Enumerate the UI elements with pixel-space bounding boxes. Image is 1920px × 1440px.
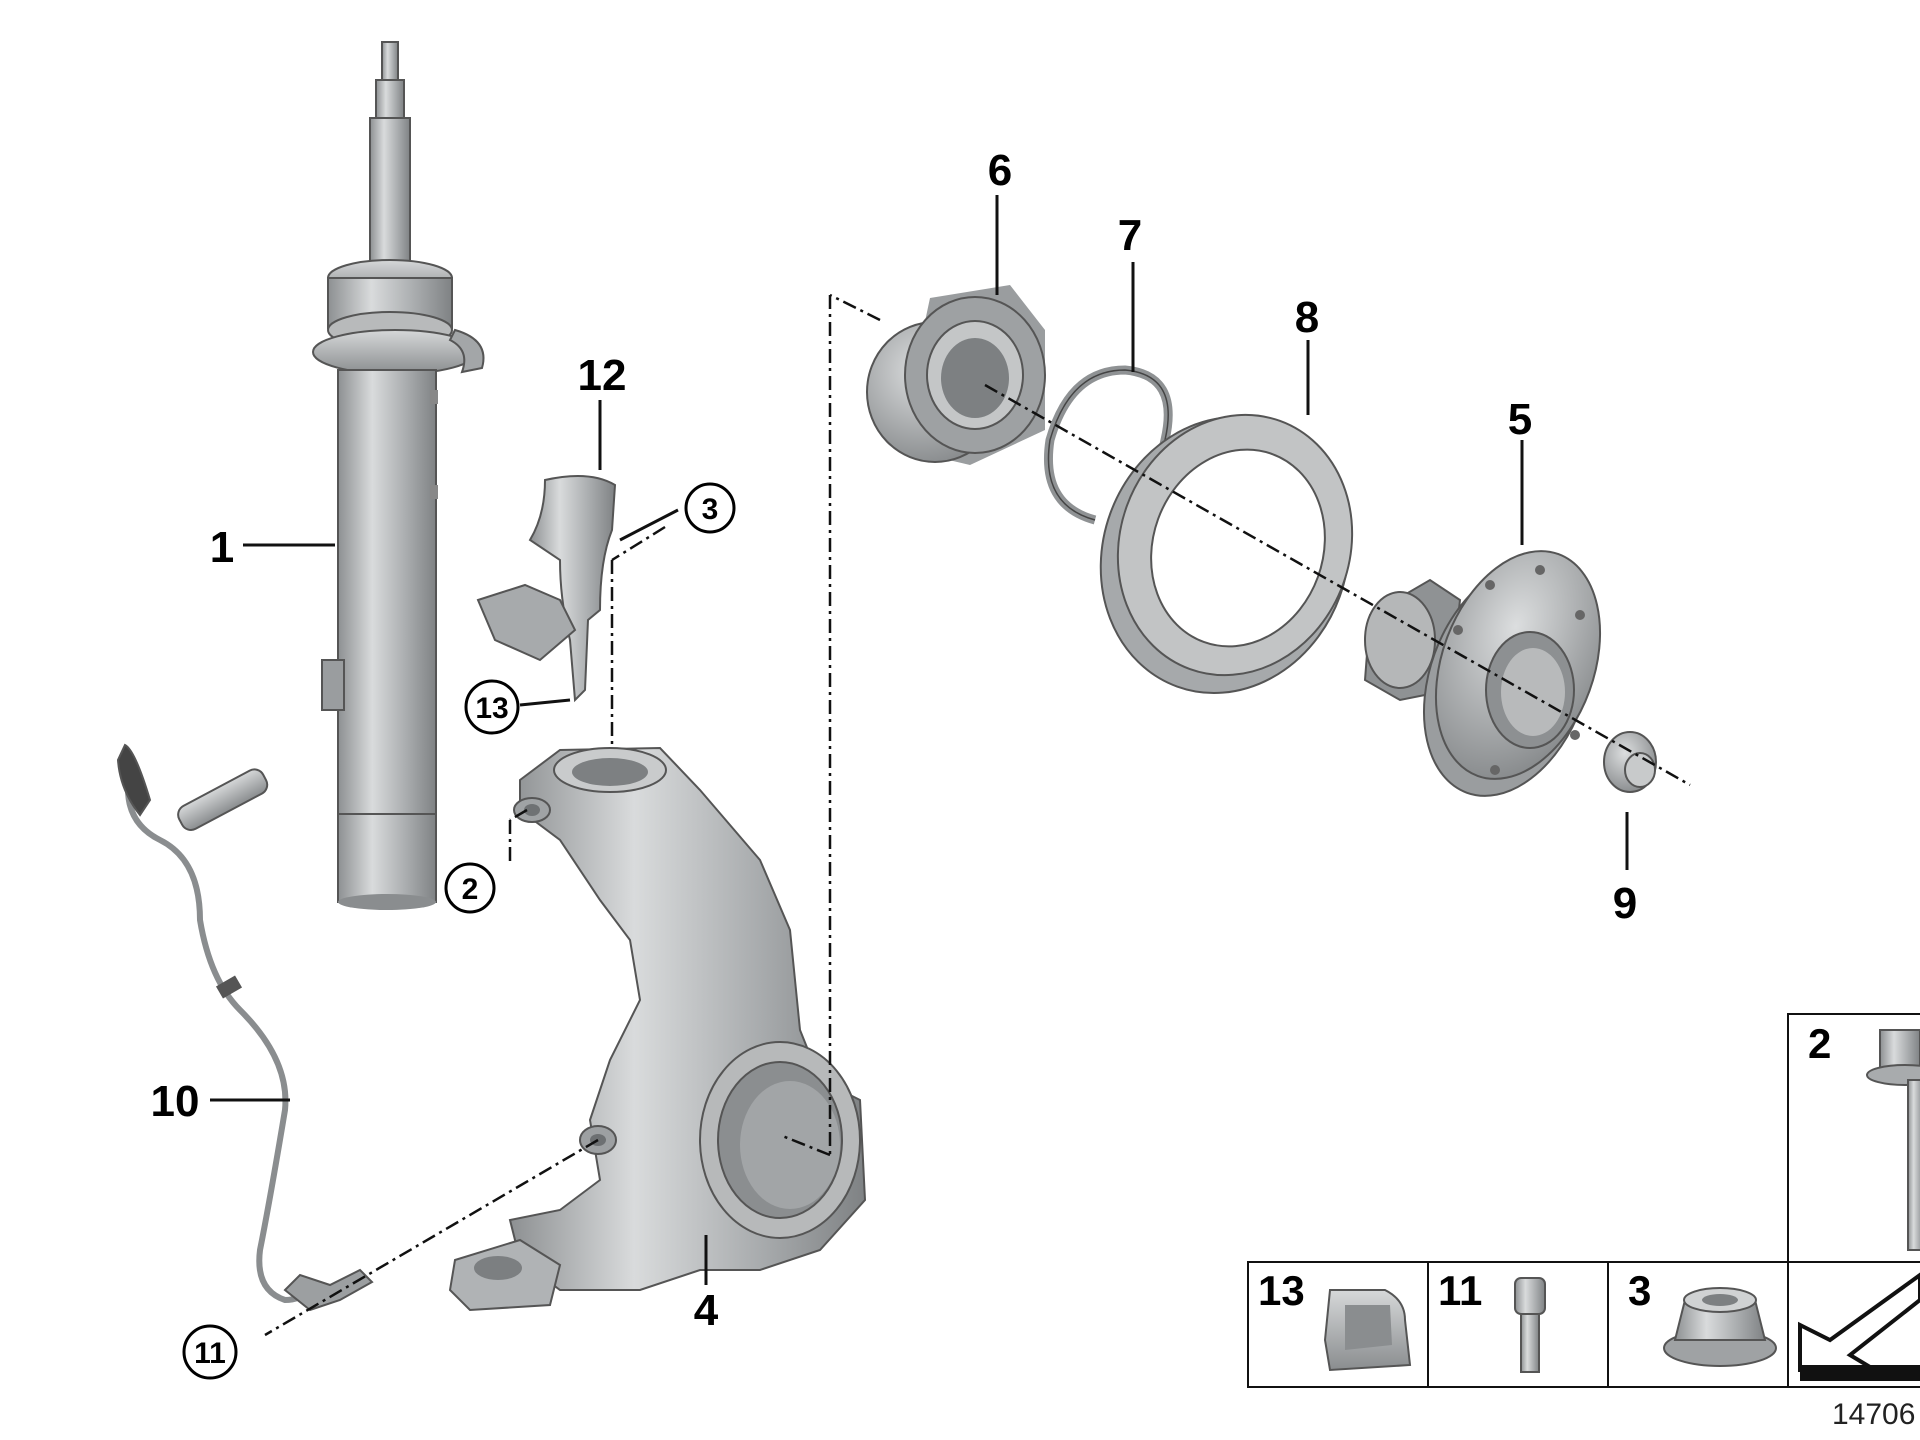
- label-part-10: 10: [151, 1077, 200, 1126]
- callout-2: 2: [444, 862, 496, 914]
- small-parts-table: 13 11 3 2: [1247, 1013, 1920, 1388]
- label-part-7: 7: [1118, 211, 1142, 260]
- steering-knuckle: [448, 746, 867, 1312]
- callout-11: 11: [182, 1324, 238, 1380]
- label-part-4: 4: [694, 1286, 719, 1335]
- location-arrow-icon: [1798, 1272, 1920, 1381]
- small-part-label-13: 13: [1258, 1267, 1305, 1314]
- svg-text:11: 11: [194, 1337, 226, 1370]
- small-part-label-2: 2: [1808, 1020, 1831, 1067]
- label-part-1: 1: [210, 523, 234, 572]
- bolt-2-icon: [1866, 1029, 1920, 1251]
- svg-text:2: 2: [462, 873, 479, 906]
- dust-shield-ring: [1099, 413, 1354, 695]
- label-part-5: 5: [1508, 395, 1532, 444]
- label-part-6: 6: [988, 146, 1012, 195]
- label-part-9: 9: [1613, 879, 1637, 928]
- wheel-hub: [1363, 550, 1602, 797]
- diagram-id: 14706: [1832, 1398, 1915, 1431]
- screw-11-icon: [1514, 1277, 1546, 1373]
- nut-3-icon: [1663, 1287, 1777, 1367]
- wheel-bearing: [866, 285, 1046, 465]
- leader-lines: [210, 195, 1629, 1285]
- clip-13-icon: [1323, 1289, 1412, 1372]
- small-part-label-3: 3: [1628, 1267, 1651, 1314]
- svg-text:3: 3: [702, 493, 719, 526]
- label-part-8: 8: [1295, 293, 1319, 342]
- assembly-lines: [264, 293, 1691, 1337]
- sensor-cable-bracket: [476, 475, 617, 703]
- callout-3: 3: [684, 482, 736, 534]
- strut-shock-absorber: [312, 41, 485, 910]
- callout-13: 13: [464, 679, 520, 735]
- small-part-label-11: 11: [1438, 1267, 1482, 1314]
- label-part-12: 12: [578, 351, 627, 400]
- abs-sensor-cable: [116, 743, 374, 1312]
- svg-text:13: 13: [475, 692, 508, 725]
